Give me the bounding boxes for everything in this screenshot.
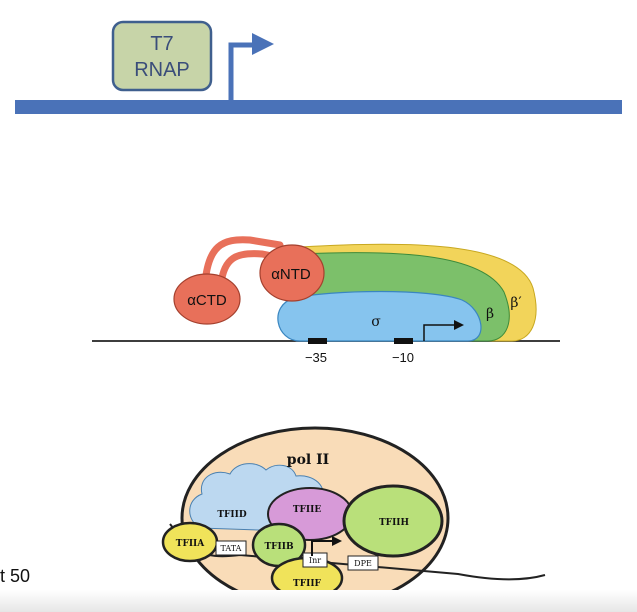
tfiia-label: TFIIA <box>176 539 206 549</box>
tfiib-label: TFIIB <box>264 542 294 552</box>
sigma-label: σ <box>371 314 381 330</box>
t7-diagram: T7 RNAP <box>15 22 622 114</box>
arrow-head-icon <box>252 33 274 55</box>
minus35-label: −35 <box>305 350 327 365</box>
beta-label: β <box>486 306 494 322</box>
tfiih-label: TFIIH <box>379 518 410 528</box>
t7-label: T7 <box>150 33 173 55</box>
bottom-shadow <box>0 590 637 612</box>
minus10-label: −10 <box>392 350 414 365</box>
pol-ii-label: pol II <box>287 452 329 468</box>
minus35-element <box>308 338 327 344</box>
pol2-pic-diagram: pol II TFIID TFIIE TFIIH TFIIA TATA TFII… <box>163 428 545 608</box>
tata-label: TATA <box>221 544 242 553</box>
minus10-element <box>394 338 413 344</box>
bacterial-rnap-diagram: αCTD αNTD σ β β′ −35 −10 <box>92 240 560 365</box>
dpe-label: DPE <box>354 559 372 568</box>
actd-label: αCTD <box>187 292 227 309</box>
antd-label: αNTD <box>271 266 311 283</box>
dna-bar <box>15 100 622 114</box>
footer-text: t 50 <box>0 566 30 587</box>
tfiif-label: TFIIF <box>293 579 322 589</box>
inr-label: Inr <box>309 556 321 565</box>
transcription-start-arrow <box>231 45 255 100</box>
tfiid-label: TFIID <box>217 510 247 520</box>
tfiie-label: TFIIE <box>293 505 322 515</box>
rnap-label: RNAP <box>134 59 190 81</box>
beta-prime-label: β′ <box>510 295 521 311</box>
